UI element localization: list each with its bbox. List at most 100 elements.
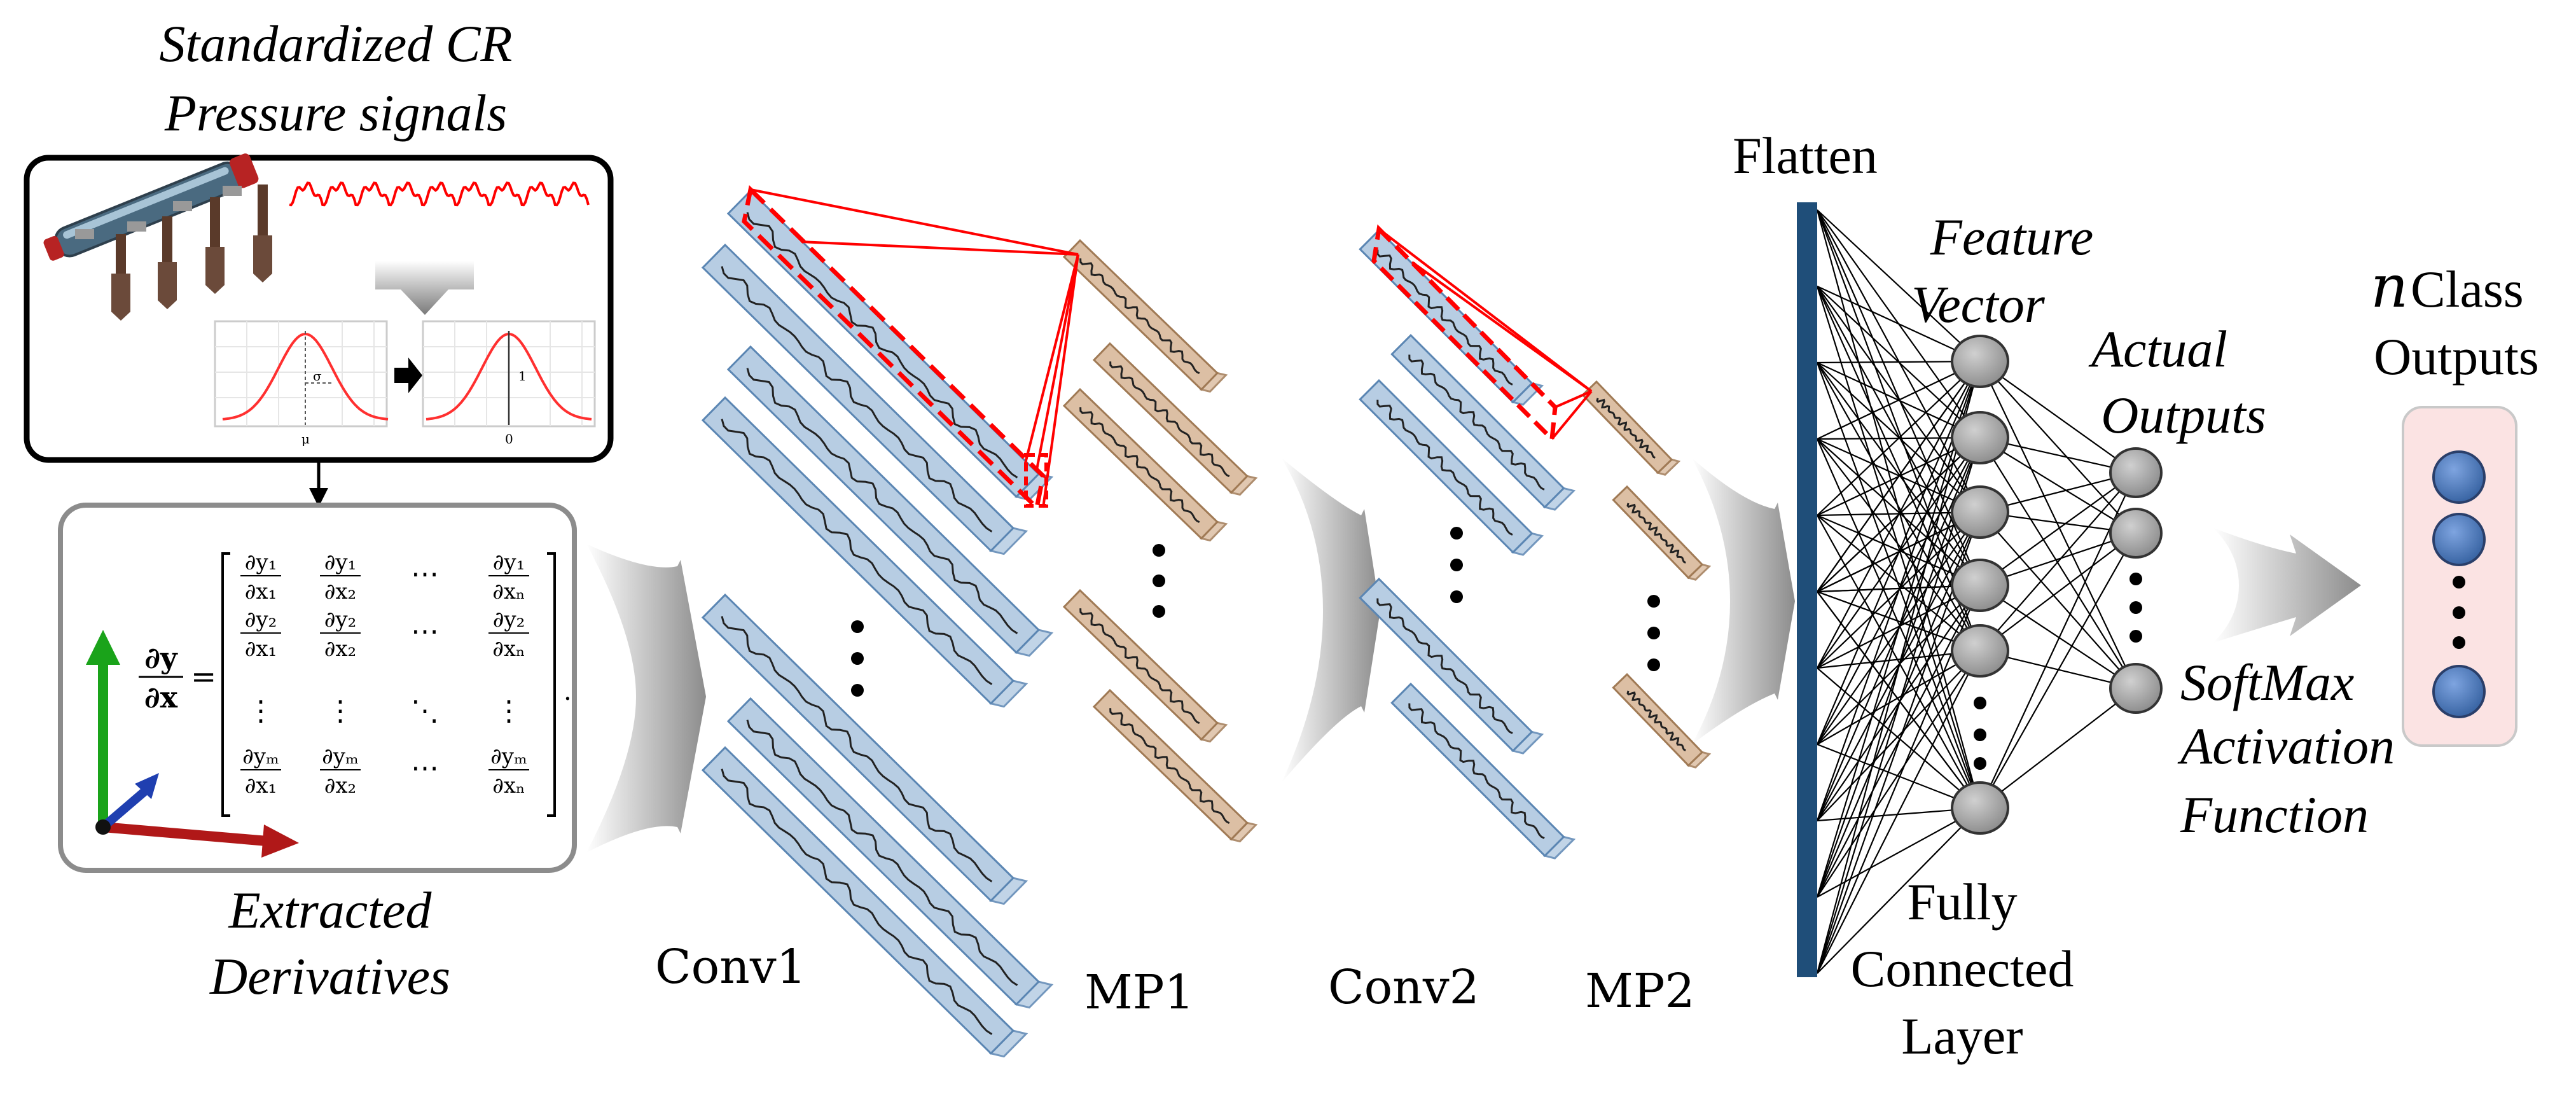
conv2-feature-map [1390,333,1576,511]
matrix-ellipsis: ⋯ [411,752,439,784]
class-output-node [2432,513,2486,566]
lhs-denominator: ∂x [144,680,178,714]
conv1-feature-map [726,345,1054,657]
derivatives-caption-line2: Derivatives [209,947,450,1005]
common-rail-icon [43,153,272,321]
mp1-pooled-map [1062,239,1228,393]
conv2-label: Conv2 [1328,960,1479,1015]
class-output-box [2402,406,2517,747]
output-ellipsis [2129,573,2142,643]
input-title-line1: Standardized CR [159,15,512,73]
hidden-neuron [1951,624,2009,678]
receptive-field-highlight-2 [1371,224,1593,444]
output-neuron [2109,508,2163,559]
output-neuron [2109,447,2163,498]
mp2-pooled-map [1581,380,1681,476]
matrix-numerator: ∂y₂ [324,607,356,632]
matrix-ellipsis: ⋯ [411,615,439,648]
matrix-numerator: ∂y₁ [493,550,525,575]
input-title-line2: Pressure signals [164,84,507,142]
feature-map-stacks [701,189,1712,1058]
axes-3d-icon [86,630,299,858]
flatten-label: Flatten [1733,127,1878,184]
sigma-label: σ [313,368,322,384]
matrix-ellipsis: ⋮ [326,695,354,727]
mp2-pooled-map [1612,485,1712,581]
class-outputs-line2: Outputs [2374,328,2539,386]
down-arrow-icon [375,261,474,315]
matrix-numerator: ∂y₂ [245,607,277,632]
conv1-feature-map [701,746,1028,1058]
matrix-numerator: ∂yₘ [490,744,527,769]
mp1-ellipsis [1153,544,1165,618]
right-arrow-icon [394,358,422,393]
softmax-line3: Function [2180,786,2369,844]
gaussian-plot-raw: σ μ [214,320,389,447]
derivatives-panel: ∂y ∂x = . ∂y₁∂x₁∂y₁∂x₂⋯∂y₁∂xₙ∂y₂∂x₁∂y₂∂x… [58,503,577,873]
matrix-denominator: ∂x₁ [245,773,277,798]
mp2-label: MP2 [1585,964,1695,1019]
matrix-denominator: ∂x₁ [245,579,277,604]
softmax-line2: Activation [2177,717,2395,775]
hidden-neuron [1951,335,2009,388]
conv1-feature-map [701,396,1028,708]
zero-label: 0 [505,431,513,447]
flow-arrow-2 [1282,458,1380,783]
flow-arrow-3 [1692,458,1795,744]
class-outputs-n: n [2371,253,2408,321]
matrix-numerator: ∂yₘ [242,744,279,769]
output-neuron [2109,663,2163,714]
mp1-pooled-map [1062,387,1228,542]
jacobian-matrix: ∂y₁∂x₁∂y₁∂x₂⋯∂y₁∂xₙ∂y₂∂x₁∂y₂∂x₂⋯∂y₂∂xₙ⋮⋮… [240,550,529,798]
matrix-denominator: ∂x₂ [324,636,356,662]
conv1-feature-map [701,243,1028,555]
mp1-label: MP1 [1084,965,1195,1020]
hidden-neuron [1951,781,2009,835]
matrix-ellipsis: ⋯ [411,558,439,590]
mp1-pooled-map [1092,688,1258,843]
matrix-numerator: ∂yₘ [322,744,359,769]
conv2-feature-map [1390,682,1576,860]
trailing-period: . [564,677,572,706]
mp1-pooled-map [1092,342,1258,496]
matrix-ellipsis: ⋱ [411,695,439,727]
feature-vector-line2: Vector [1911,275,2046,333]
matrix-denominator: ∂xₙ [492,773,525,798]
conv1-label: Conv1 [655,940,807,994]
softmax-line1: SoftMax [2180,653,2354,711]
mp2-pooled-map [1612,672,1712,769]
flow-arrow-4 [2213,528,2361,643]
matrix-denominator: ∂x₂ [324,579,356,604]
conv2-ellipsis [1450,527,1463,603]
mu-label: μ [301,431,310,447]
gaussian-plot-standardized: 1 0 [422,320,596,447]
fully-connected-network [1816,209,2163,974]
matrix-ellipsis: ⋮ [247,695,275,727]
input-signal-panel: σ μ 1 0 [24,153,614,463]
matrix-denominator: ∂x₂ [324,773,356,798]
matrix-right-bracket [547,552,556,817]
pressure-waveform [289,181,590,207]
conv2-feature-map [1359,379,1544,556]
hidden-neuron [1951,411,2009,464]
conv2-feature-map [1359,577,1544,755]
flow-arrow-1 [586,544,706,853]
lhs-numerator: ∂y [144,641,178,675]
receptive-field-highlight-1 [742,184,1079,513]
matrix-denominator: ∂x₁ [245,636,277,662]
conv1-feature-map [726,697,1054,1009]
conv1-feature-map [701,593,1028,905]
hidden-ellipsis [1974,697,1986,770]
fc-label-line2: Connected [1851,940,2074,998]
matrix-denominator: ∂xₙ [492,636,525,662]
matrix-denominator: ∂xₙ [492,579,525,604]
mp2-ellipsis [1647,595,1660,671]
actual-outputs-line1: Actual [2088,320,2227,378]
fc-label-line3: Layer [1901,1007,2023,1065]
matrix-left-bracket [221,552,230,817]
hidden-neuron [1951,559,2009,612]
flatten-bar [1797,202,1817,977]
actual-outputs-line2: Outputs [2101,386,2266,444]
